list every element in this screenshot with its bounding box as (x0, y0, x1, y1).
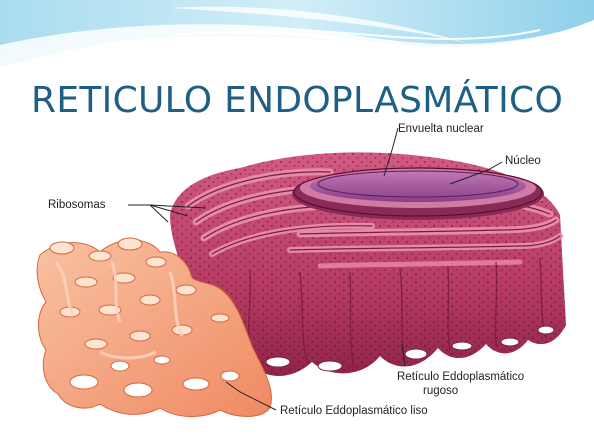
label-nucleo: Núcleo (505, 155, 541, 167)
label-envuelta-nuclear: Envuelta nuclear (398, 123, 484, 135)
label-ser: Retículo Eddoplasmático liso (280, 405, 428, 417)
label-ribosomas: Ribosomas (48, 199, 106, 211)
label-rer-line2: rugoso (423, 385, 458, 397)
nucleus (292, 168, 544, 220)
label-rer-line1: Retículo Eddoplasmático (397, 371, 524, 383)
